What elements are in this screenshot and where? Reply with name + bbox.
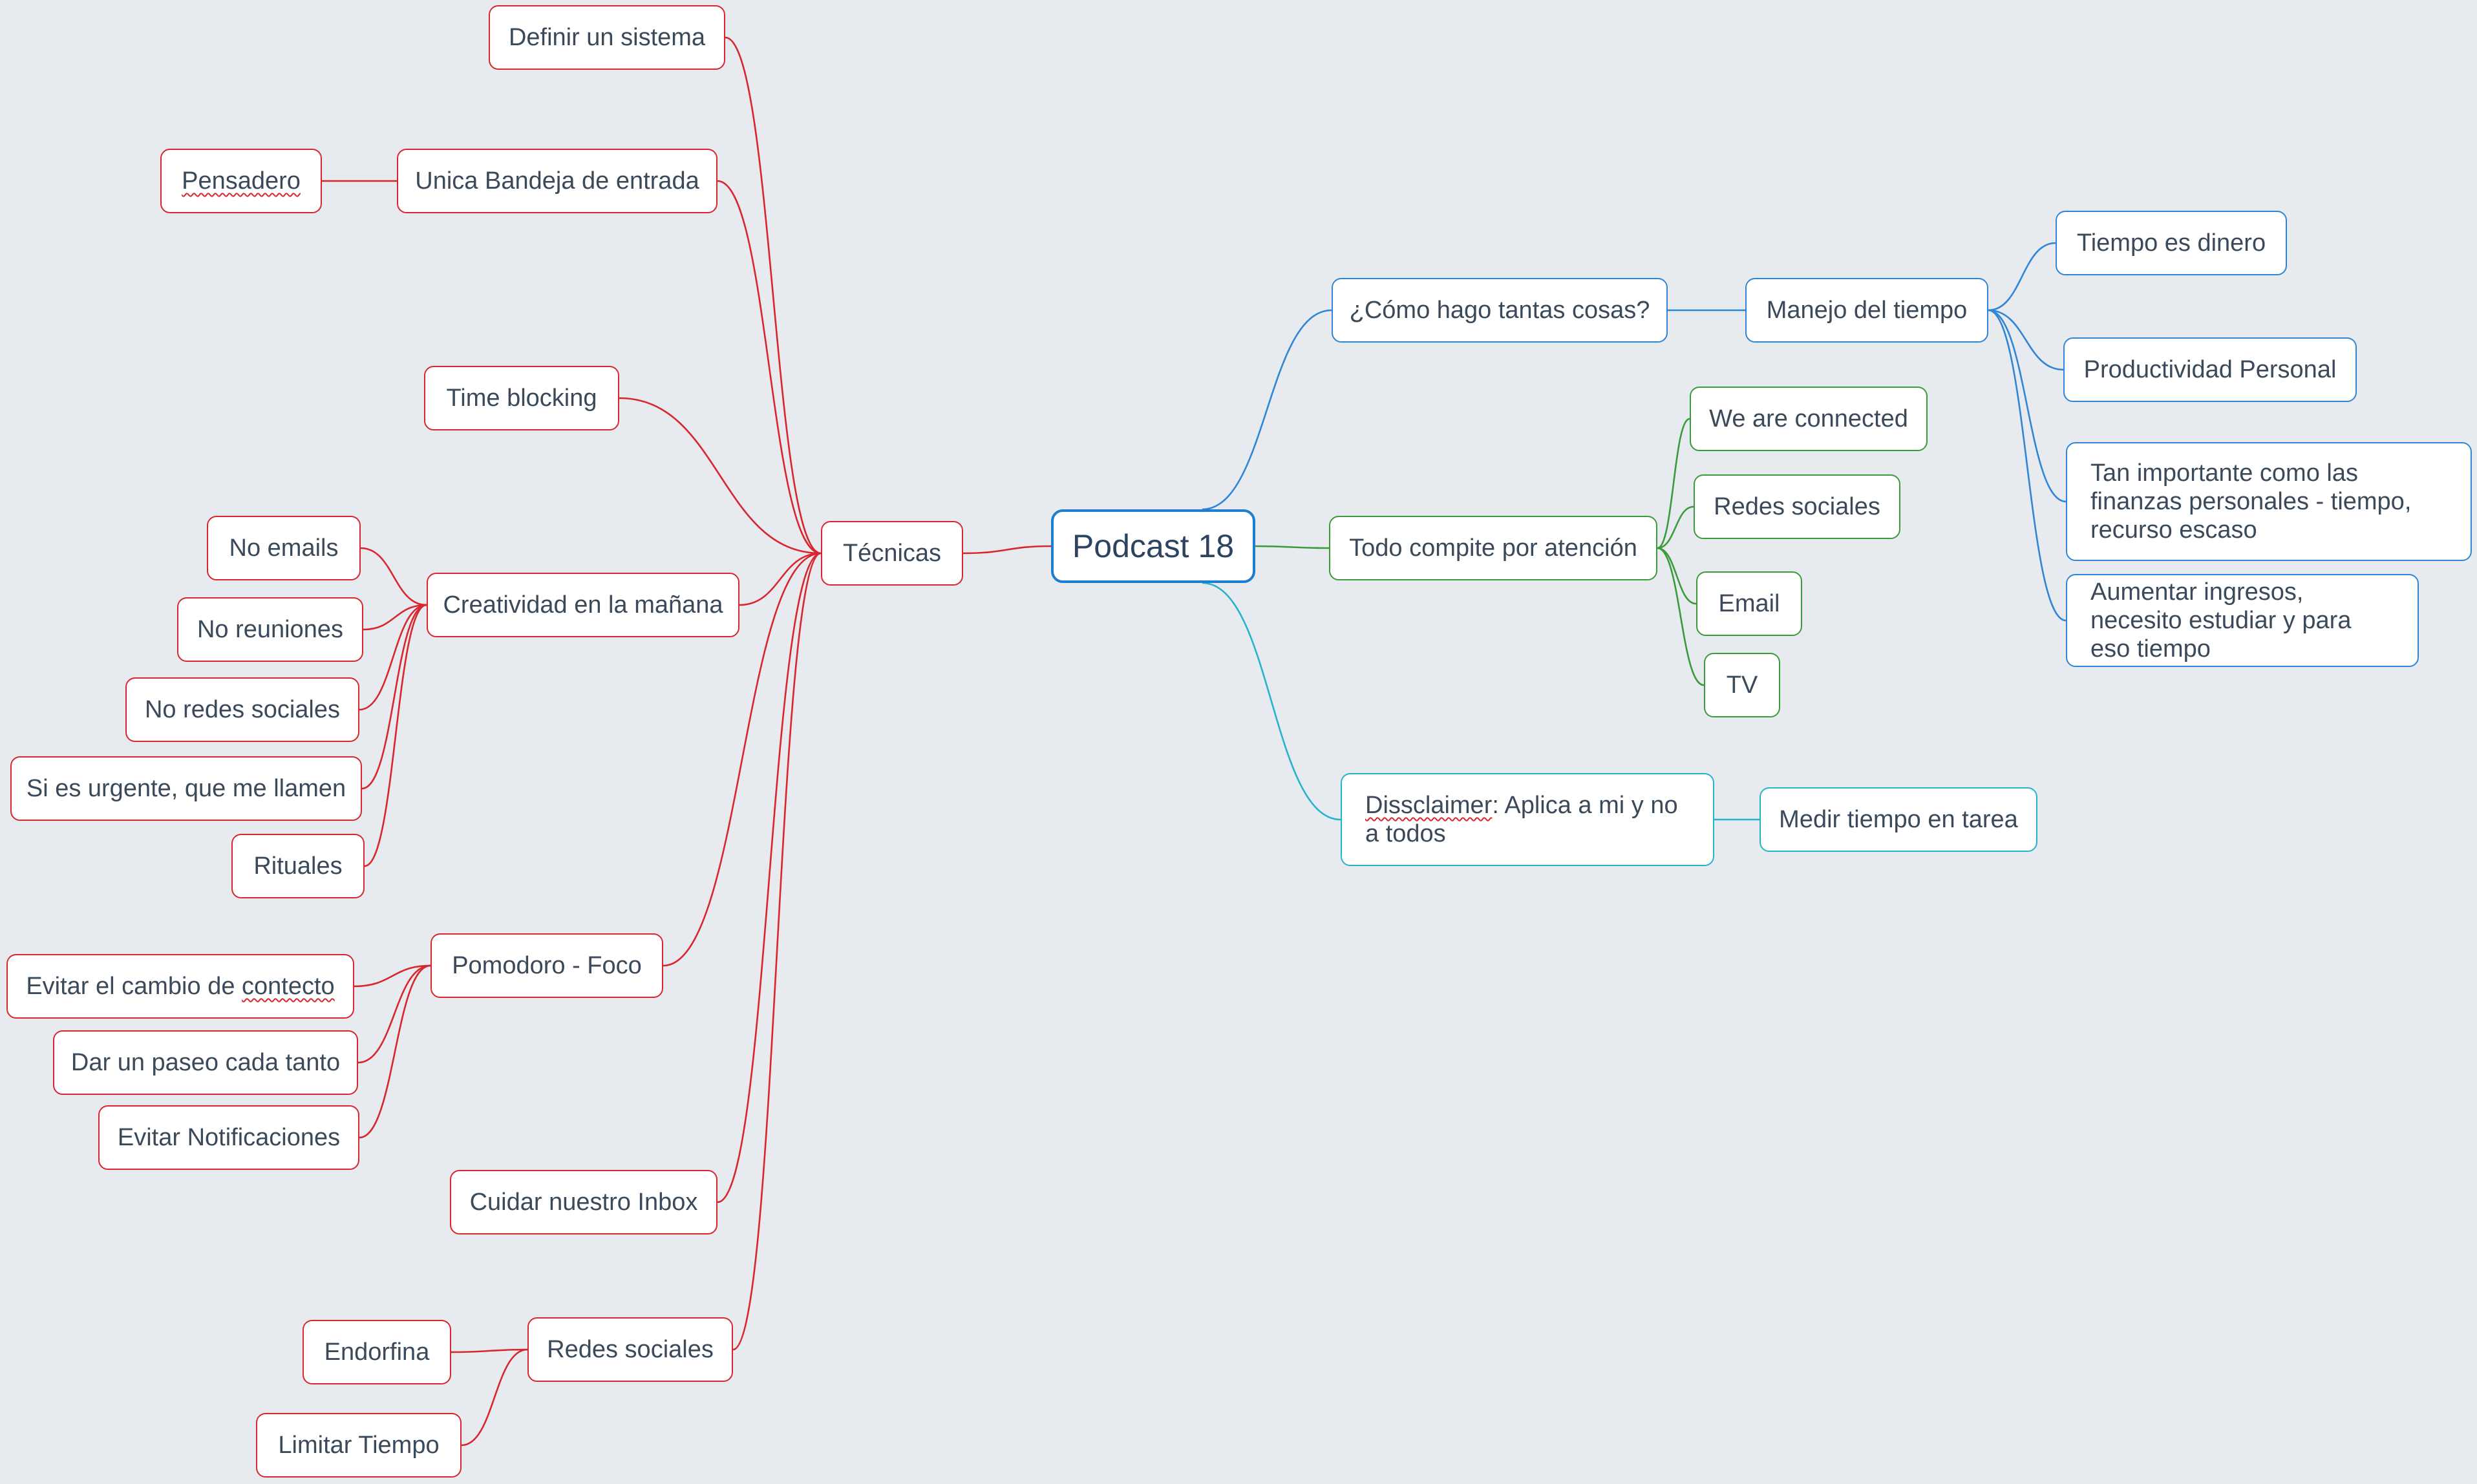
topic-label: Cuidar nuestro Inbox xyxy=(469,1189,698,1216)
connector-manejo-dinero xyxy=(1988,242,2056,312)
topic-label: Dissclaimer: Aplica a mi y no a todos xyxy=(1365,792,1678,847)
topic-timeblocking[interactable]: Time blocking xyxy=(424,366,619,430)
connector-tecnicas-unica xyxy=(717,180,822,555)
connector-creatividad-rituales xyxy=(364,604,427,867)
topic-email[interactable]: Email xyxy=(1696,571,1802,636)
topic-urgente[interactable]: Si es urgente, que me llamen xyxy=(10,756,362,821)
topic-tecnicas[interactable]: Técnicas xyxy=(821,521,963,586)
topic-label: No reuniones xyxy=(197,616,344,643)
connector-creatividad-noreuniones xyxy=(363,604,427,631)
connector-creatividad-noemails xyxy=(360,547,427,606)
topic-pomodoro[interactable]: Pomodoro - Foco xyxy=(431,933,663,998)
connector-creatividad-urgente xyxy=(361,604,427,790)
connector-tecnicas-pomodoro xyxy=(663,552,822,967)
topic-redesL[interactable]: Redes sociales xyxy=(527,1317,733,1382)
topic-label: Medir tiempo en tarea xyxy=(1779,806,2018,833)
connector-tecnicas-inbox xyxy=(717,552,822,1203)
topic-label: Manejo del tiempo xyxy=(1766,297,1968,324)
connector-redesL-endorfina xyxy=(451,1348,528,1353)
topic-notif[interactable]: Evitar Notificaciones xyxy=(98,1105,359,1170)
topic-evitarcambio[interactable]: Evitar el cambio de contecto xyxy=(6,954,354,1019)
connector-pomodoro-evitarcambio xyxy=(354,964,431,988)
topic-medir[interactable]: Medir tiempo en tarea xyxy=(1759,787,2037,852)
root-topic[interactable]: Podcast 18 xyxy=(1051,509,1255,583)
topic-label: Limitar Tiempo xyxy=(278,1432,440,1459)
topic-label: Tiempo es dinero xyxy=(2076,229,2266,257)
topic-label: Redes sociales xyxy=(1714,493,1880,520)
topic-manejo[interactable]: Manejo del tiempo xyxy=(1745,278,1988,343)
topic-label: Productividad Personal xyxy=(2083,356,2337,383)
topic-definir[interactable]: Definir un sistema xyxy=(489,5,725,70)
topic-creatividad[interactable]: Creatividad en la mañana xyxy=(427,573,739,637)
topic-inbox[interactable]: Cuidar nuestro Inbox xyxy=(450,1170,718,1235)
topic-label: Rituales xyxy=(253,853,343,880)
topic-aumentar[interactable]: Aumentar ingresos, necesito estudiar y p… xyxy=(2066,574,2419,667)
topic-label: Aumentar ingresos, necesito estudiar y p… xyxy=(2090,578,2352,662)
connector-manejo-productividad xyxy=(1988,309,2064,371)
topic-todo[interactable]: Todo compite por atención xyxy=(1329,516,1657,580)
topic-como[interactable]: ¿Cómo hago tantas cosas? xyxy=(1332,278,1668,343)
topic-label: Definir un sistema xyxy=(508,24,706,51)
topic-label: Creatividad en la mañana xyxy=(443,591,723,619)
topic-disclaimer[interactable]: Dissclaimer: Aplica a mi y no a todos xyxy=(1341,773,1714,866)
connector-pomodoro-paseo xyxy=(357,964,431,1064)
connector-tecnicas-timeblocking xyxy=(619,397,822,555)
spell-error-mark: Dissclaimer xyxy=(1365,792,1493,819)
topic-label: Podcast 18 xyxy=(1072,528,1235,564)
connector-creatividad-noredes xyxy=(359,604,427,711)
topic-label: Todo compite por atención xyxy=(1349,535,1637,562)
spell-error-mark: contecto xyxy=(242,973,335,1000)
topic-label: Endorfina xyxy=(324,1339,430,1366)
topic-label: Técnicas xyxy=(842,540,942,567)
topic-label: TV xyxy=(1726,672,1758,699)
topic-pensadero[interactable]: Pensadero xyxy=(160,149,322,213)
topic-label: Unica Bandeja de entrada xyxy=(415,167,699,195)
topic-redesR[interactable]: Redes sociales xyxy=(1694,474,1900,539)
topic-label: No emails xyxy=(229,535,339,562)
connector-pomodoro-notif xyxy=(359,964,431,1139)
topic-label: Dar un paseo cada tanto xyxy=(70,1049,341,1076)
connector-todo-redesR xyxy=(1657,505,1694,549)
topic-label: Pensadero xyxy=(182,167,301,195)
connector-tecnicas-redesL xyxy=(732,552,822,1351)
connector-root-todo xyxy=(1255,545,1330,549)
topic-productividad[interactable]: Productividad Personal xyxy=(2063,337,2357,402)
topic-label: Time blocking xyxy=(446,385,597,412)
connector-root-disclaimer xyxy=(1202,582,1341,821)
topic-label: Email xyxy=(1718,590,1780,617)
topic-endorfina[interactable]: Endorfina xyxy=(303,1320,451,1384)
topic-noemails[interactable]: No emails xyxy=(207,516,361,580)
topic-paseo[interactable]: Dar un paseo cada tanto xyxy=(53,1030,358,1095)
connector-manejo-aumentar xyxy=(1988,309,2067,622)
topic-dinero[interactable]: Tiempo es dinero xyxy=(2056,211,2287,275)
connector-todo-connected xyxy=(1657,418,1690,549)
topic-unica[interactable]: Unica Bandeja de entrada xyxy=(397,149,718,213)
topic-importante[interactable]: Tan importante como las finanzas persona… xyxy=(2066,442,2472,561)
topic-label: Si es urgente, que me llamen xyxy=(26,775,346,802)
topic-label: Evitar Notificaciones xyxy=(117,1124,341,1151)
topic-label: Tan importante como las finanzas persona… xyxy=(2090,460,2412,544)
connector-root-tecnicas xyxy=(962,545,1052,555)
connector-root-como xyxy=(1202,309,1332,511)
connector-tecnicas-definir xyxy=(725,36,822,555)
topic-label: No redes sociales xyxy=(144,696,341,723)
topic-label: We are connected xyxy=(1709,405,1908,432)
topic-label: ¿Cómo hago tantas cosas? xyxy=(1349,297,1650,324)
topic-label: Pomodoro - Foco xyxy=(452,952,642,979)
topic-rituales[interactable]: Rituales xyxy=(231,834,365,898)
connector-tecnicas-creatividad xyxy=(739,552,822,606)
topic-label: Evitar el cambio de contecto xyxy=(26,973,335,1000)
connector-manejo-importante xyxy=(1988,309,2067,503)
topic-label: Redes sociales xyxy=(547,1336,714,1363)
topic-tv[interactable]: TV xyxy=(1704,653,1780,717)
connector-redesL-limitar xyxy=(461,1348,528,1447)
topic-limitar[interactable]: Limitar Tiempo xyxy=(256,1413,462,1478)
topic-noreuniones[interactable]: No reuniones xyxy=(177,597,363,662)
topic-noredes[interactable]: No redes sociales xyxy=(125,677,359,742)
topic-connected[interactable]: We are connected xyxy=(1690,387,1928,451)
connector-todo-tv xyxy=(1657,547,1705,686)
